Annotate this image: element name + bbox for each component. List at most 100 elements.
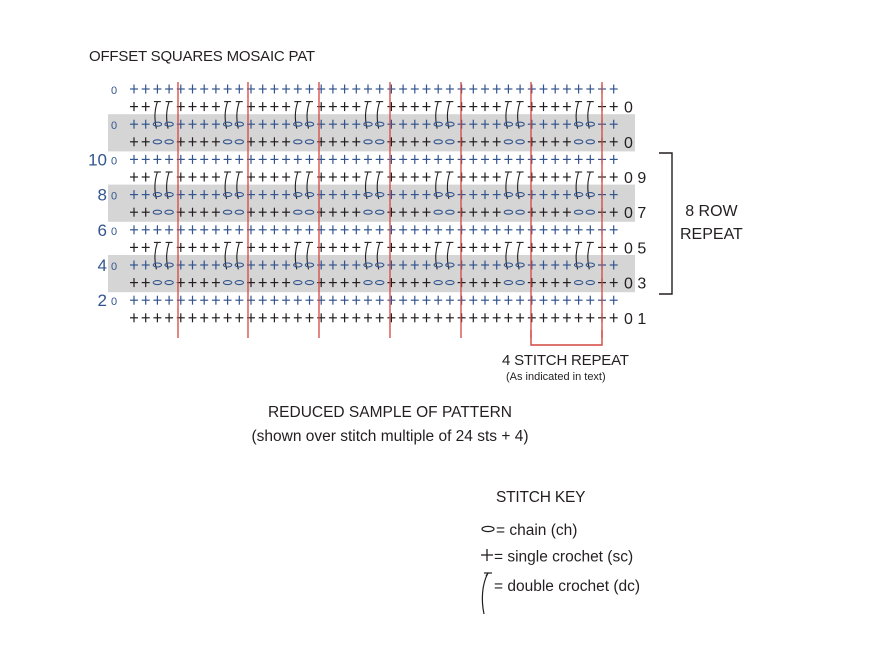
chain-stitch	[293, 192, 303, 198]
row-number-right: 0 3	[624, 276, 646, 293]
chain-stitch	[585, 262, 596, 268]
row-number-right: 0 9	[624, 170, 646, 187]
chain-stitch	[374, 280, 385, 286]
single-crochet-icon	[480, 548, 494, 567]
row-repeat-line1: 8 ROW	[685, 203, 738, 220]
chain-stitch	[433, 139, 443, 145]
chain-stitch	[445, 139, 455, 145]
chain-stitch	[433, 209, 443, 215]
chain-stitch	[573, 209, 584, 215]
shaded-band	[108, 255, 635, 293]
chain-stitch	[304, 192, 315, 198]
chain-stitch	[433, 262, 443, 268]
chain-stitch	[164, 280, 174, 286]
chain-stitch	[585, 192, 596, 198]
chain-stitch	[515, 280, 525, 286]
row-number-left: 10	[88, 150, 107, 169]
chain-stitch	[164, 192, 174, 198]
row-repeat-line2: REPEAT	[680, 226, 743, 243]
key-item-chain: = chain (ch)	[480, 522, 577, 540]
chain-stitch	[164, 121, 174, 127]
chain-stitch	[585, 209, 596, 215]
stitch-key-title: STITCH KEY	[496, 489, 586, 506]
chain-stitch	[152, 139, 163, 145]
chain-stitch	[433, 121, 443, 127]
chain-stitch	[433, 280, 443, 286]
row-turn-marker: 0	[111, 261, 117, 273]
row-number-right: 0	[624, 100, 633, 117]
chain-stitch	[445, 121, 455, 127]
row-turn-marker: 0	[111, 226, 117, 238]
chain-stitch	[573, 192, 584, 198]
row-repeat-bracket	[659, 152, 673, 295]
chain-stitch	[293, 262, 303, 268]
row-turn-marker: 0	[111, 120, 117, 132]
pattern-title: OFFSET SQUARES MOSAIC PAT	[89, 48, 315, 65]
chain-stitch	[222, 280, 233, 286]
chain-stitch	[234, 121, 245, 127]
chain-stitch	[293, 209, 303, 215]
row-turn-marker: 0	[111, 296, 117, 308]
chain-stitch	[152, 209, 163, 215]
double-crochet-icon	[480, 570, 494, 623]
chain-stitch	[503, 280, 514, 286]
chain-stitch	[234, 209, 245, 215]
chain-stitch	[363, 280, 373, 286]
row-number-left: 2	[98, 291, 107, 310]
row-number-right: 0	[624, 135, 633, 152]
chain-stitch	[363, 139, 373, 145]
chain-stitch	[363, 209, 373, 215]
chain-stitch	[234, 192, 245, 198]
row-number-left: 8	[98, 186, 107, 205]
chain-stitch	[222, 262, 233, 268]
chain-stitch	[573, 280, 584, 286]
chain-stitch	[573, 139, 584, 145]
chain-stitch	[503, 209, 514, 215]
chain-stitch	[293, 139, 303, 145]
chain-stitch	[164, 139, 174, 145]
key-item-label: = chain (ch)	[496, 522, 578, 540]
chain-stitch	[152, 280, 163, 286]
chain-stitch	[234, 280, 245, 286]
chain-stitch	[304, 121, 315, 127]
chain-stitch	[164, 262, 174, 268]
chain-stitch	[515, 209, 525, 215]
chain-stitch	[503, 262, 514, 268]
chain-stitch	[445, 262, 455, 268]
row-number-left: 4	[98, 256, 107, 275]
chain-stitch	[433, 192, 443, 198]
key-item-double-crochet: = double crochet (dc)	[480, 572, 641, 623]
chain-stitch	[515, 262, 525, 268]
chain-stitch	[363, 192, 373, 198]
row-number-right: 0 5	[624, 240, 646, 257]
chain-stitch	[222, 192, 233, 198]
chain-stitch	[515, 192, 525, 198]
chain-stitch	[293, 121, 303, 127]
chain-stitch	[222, 121, 233, 127]
chain-stitch	[222, 139, 233, 145]
chain-stitch	[363, 121, 373, 127]
key-item-label: = double crochet (dc)	[494, 578, 641, 595]
row-number-left: 6	[98, 221, 107, 240]
chain-stitch	[445, 192, 455, 198]
chain-stitch	[222, 209, 233, 215]
chain-stitch	[515, 139, 525, 145]
chain-stitch	[164, 209, 174, 215]
sample-caption: REDUCED SAMPLE OF PATTERN (shown over st…	[225, 401, 555, 449]
chain-stitch	[503, 121, 514, 127]
chain-stitch	[152, 121, 163, 127]
stitch-repeat-bracket	[530, 330, 603, 346]
chain-stitch	[374, 209, 385, 215]
stitch-repeat-note: (As indicated in text)	[506, 371, 606, 383]
shaded-band	[108, 184, 635, 222]
row-repeat-label: 8 ROW REPEAT	[680, 200, 743, 246]
caption-line2: (shown over stitch multiple of 24 sts + …	[251, 428, 529, 445]
chain-stitch	[152, 262, 163, 268]
row-number-right: 0 7	[624, 205, 646, 222]
chain-stitch	[515, 121, 525, 127]
stitch-repeat-label: 4 STITCH REPEAT	[502, 352, 629, 369]
chain-stitch	[374, 139, 385, 145]
row-turn-marker: 0	[111, 155, 117, 167]
chain-stitch	[573, 262, 584, 268]
